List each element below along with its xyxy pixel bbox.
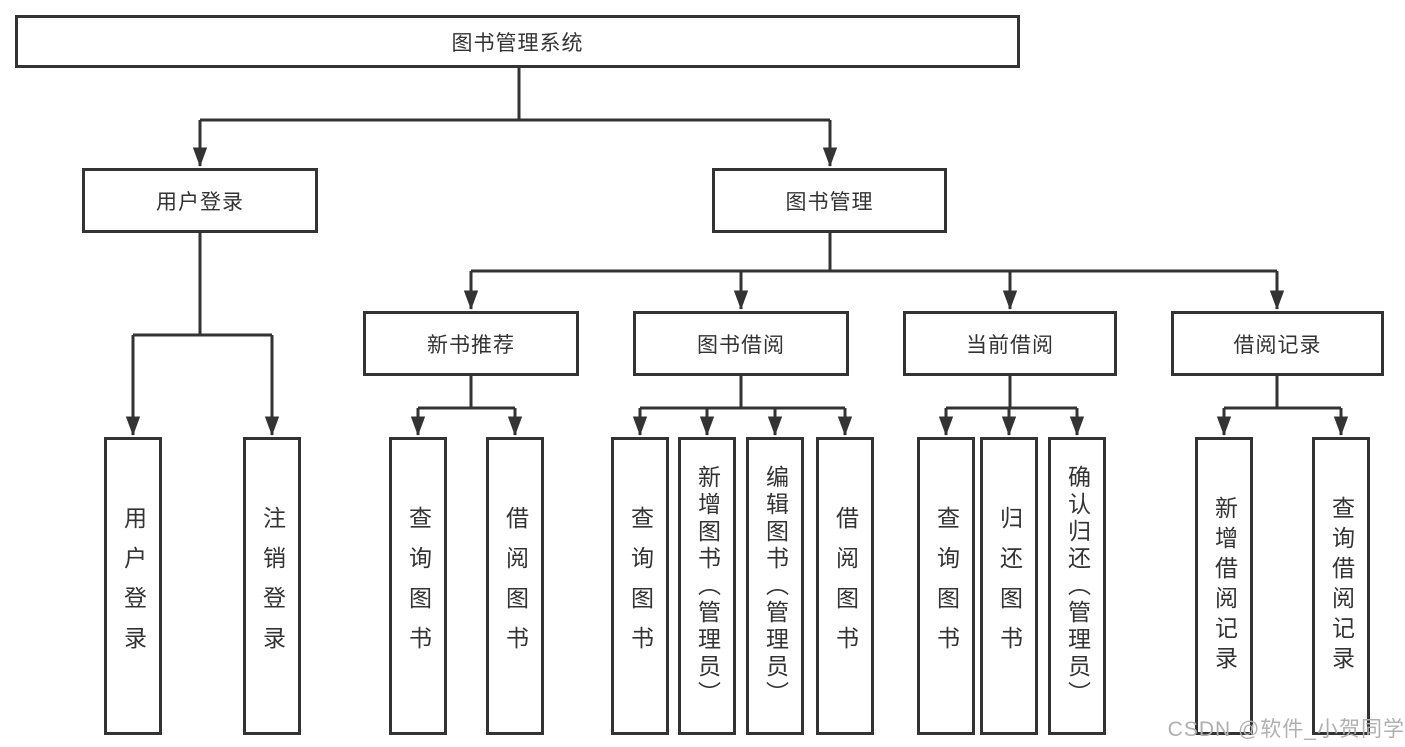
node-label: 图书管理系统 [451,31,584,55]
leaf-label: 用户登录 [120,506,147,666]
node-label: 借阅记录 [1233,333,1322,357]
node-borrow-records: 借阅记录 [1171,311,1384,376]
leaf-label: 注销登录 [259,506,286,666]
leaf-label: 新增借阅记录 [1211,496,1238,676]
leaf-return-books: 归还图书 [980,437,1038,735]
leaf-label: 确认归还（管理员） [1064,464,1091,708]
node-user-login: 用户登录 [82,168,318,233]
node-label: 当前借阅 [966,333,1054,357]
leaf-borrow-books: 借阅图书 [816,437,874,735]
leaf-label: 新增图书（管理员） [694,464,721,708]
leaf-label: 借阅图书 [832,506,859,666]
leaf-add-borrow-record: 新增借阅记录 [1195,437,1253,735]
leaf-label: 归还图书 [996,506,1023,666]
leaf-query-books-borrow: 查询图书 [611,437,669,735]
node-label: 图书借阅 [697,333,785,357]
node-label: 图书管理 [785,190,874,214]
leaf-edit-books-admin: 编辑图书（管理员） [746,437,804,735]
node-library-system-root: 图书管理系统 [15,15,1020,68]
node-book-management: 图书管理 [712,168,947,233]
leaf-query-books-current: 查询图书 [917,437,975,735]
leaf-borrow-books-recommend: 借阅图书 [486,437,544,735]
node-label: 用户登录 [156,190,244,214]
leaf-label: 查询图书 [627,506,654,666]
leaf-add-books-admin: 新增图书（管理员） [678,437,736,735]
leaf-label: 编辑图书（管理员） [762,464,789,708]
node-label: 新书推荐 [427,333,515,357]
leaf-logout: 注销登录 [243,437,301,735]
csdn-watermark: CSDN @软件_小贺同学 [1167,718,1405,741]
leaf-user-login: 用户登录 [104,437,162,735]
leaf-query-borrow-record: 查询借阅记录 [1312,437,1370,735]
leaf-label: 查询图书 [933,506,960,666]
leaf-label: 查询借阅记录 [1328,496,1355,676]
leaf-confirm-return-admin: 确认归还（管理员） [1048,437,1106,735]
leaf-query-books-recommend: 查询图书 [389,437,447,735]
leaf-label: 借阅图书 [502,506,529,666]
node-new-book-recommend: 新书推荐 [363,311,579,376]
leaf-label: 查询图书 [405,506,432,666]
node-book-borrow: 图书借阅 [633,311,849,376]
node-current-borrow: 当前借阅 [903,311,1117,376]
